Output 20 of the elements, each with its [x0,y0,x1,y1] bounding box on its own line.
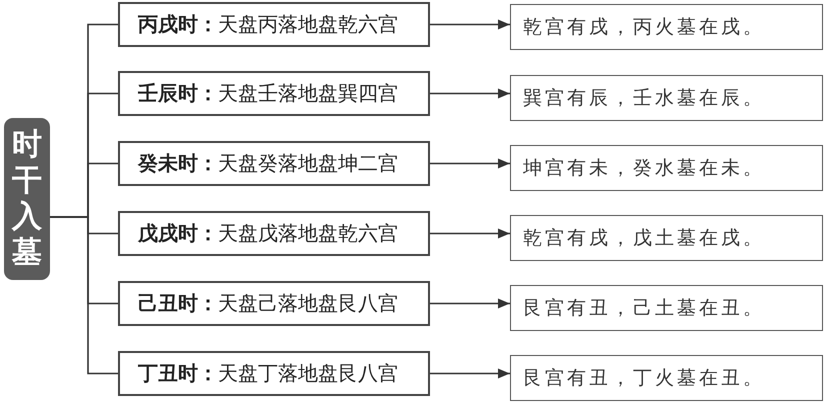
result-box: 乾宫有戌，戊土墓在戌。 [510,215,823,261]
result-box: 乾宫有戌，丙火墓在戌。 [510,4,823,50]
process-box: 丁丑时：天盘丁落地盘艮八宫 [118,351,430,396]
arrow [430,88,510,98]
result-box: 巽宫有辰，壬水墓在辰。 [510,75,823,121]
connector-line [50,216,118,374]
process-box: 戊戌时：天盘戊落地盘乾六宫 [118,211,430,256]
result-box: 艮宫有丑，己土墓在丑。 [510,285,823,331]
arrow [430,298,510,308]
result-box: 艮宫有丑，丁火墓在丑。 [510,355,823,401]
arrow [430,158,510,168]
title-box: 时干入墓 [4,118,50,280]
arrow [430,228,510,238]
process-box: 丙戌时：天盘丙落地盘乾六宫 [118,2,430,47]
process-box: 己丑时：天盘己落地盘艮八宫 [118,281,430,326]
arrow [430,20,510,30]
arrow [430,368,510,378]
process-box: 癸未时：天盘癸落地盘坤二宫 [118,141,430,186]
process-box: 壬辰时：天盘壬落地盘巽四宫 [118,71,430,116]
result-box: 坤宫有未，癸水墓在未。 [510,145,823,191]
